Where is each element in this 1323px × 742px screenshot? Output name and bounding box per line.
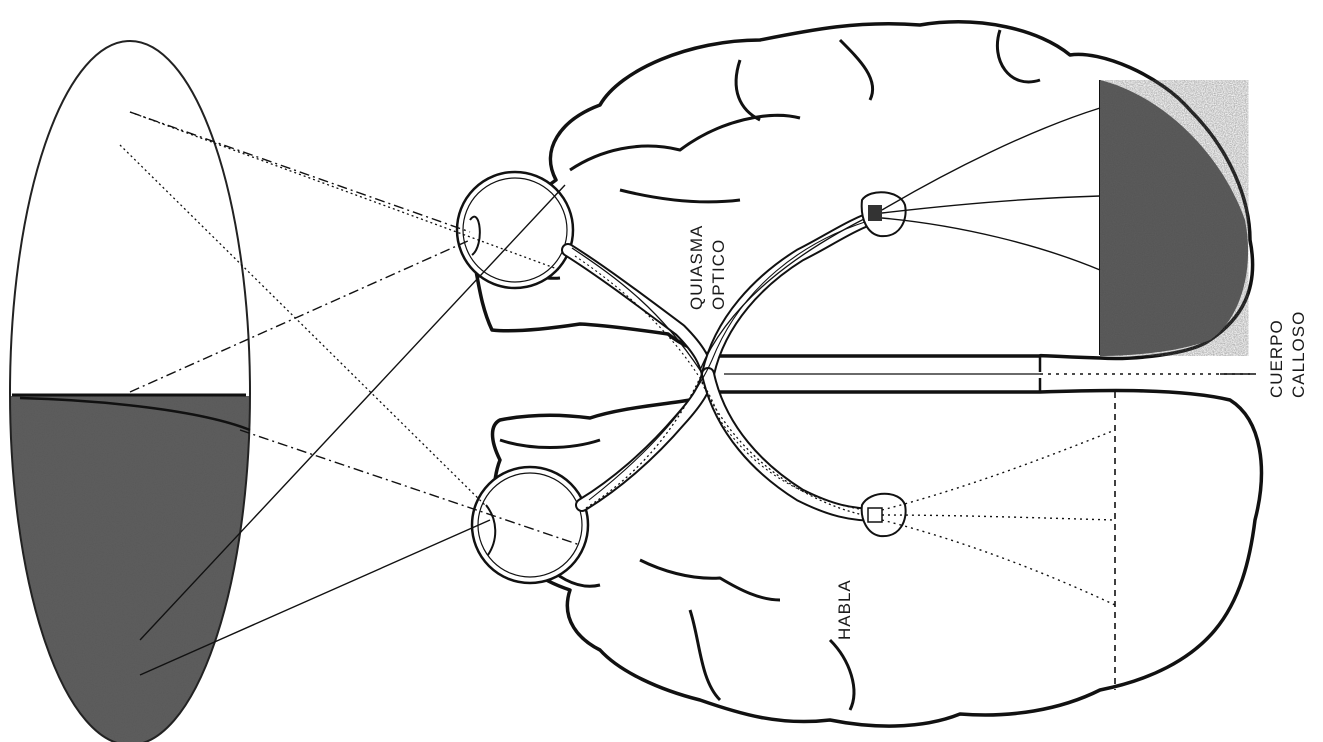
shaded-visual-cortex xyxy=(1100,80,1248,356)
lower-eye-ball xyxy=(472,467,588,583)
upper-gyrus-4 xyxy=(997,30,1040,82)
upper-optic-tract-inner xyxy=(708,215,880,374)
lower-radiation-2 xyxy=(882,515,1115,520)
lower-radiation-3 xyxy=(882,520,1115,605)
lower-gyrus-5 xyxy=(500,440,600,448)
lower-radiation-1 xyxy=(882,430,1115,510)
upper-radiation-2 xyxy=(882,196,1100,213)
upper-gyrus-5 xyxy=(620,190,740,202)
label-corpus-callosum-line2: CALLOSO xyxy=(1289,311,1308,398)
upper-gyrus-1 xyxy=(570,115,800,170)
lower-lgn-mark xyxy=(868,508,882,522)
lower-optic-nerve xyxy=(582,374,708,505)
lower-gyrus-4 xyxy=(690,610,720,700)
label-speech: HABLA xyxy=(835,579,854,640)
proj-dashdot-upper-1 xyxy=(130,112,470,232)
upper-lgn-shade xyxy=(868,205,882,221)
optic-pathways xyxy=(568,192,906,536)
upper-gyrus-2 xyxy=(736,60,760,120)
upper-optic-tract xyxy=(708,215,880,374)
lower-gyrus-3 xyxy=(830,640,854,710)
corpus-callosum-lower-edge xyxy=(720,378,1040,392)
upper-eye-ball xyxy=(457,172,573,288)
upper-radiation-1 xyxy=(882,108,1100,210)
label-corpus-callosum-line1: CUERPO xyxy=(1267,319,1286,398)
lower-gyrus-1 xyxy=(640,560,780,600)
upper-radiation-3 xyxy=(882,218,1100,270)
proj-dashdot-mid-1 xyxy=(130,240,470,392)
upper-gyrus-3 xyxy=(840,40,873,100)
shaded-visual-cortex-texture xyxy=(1100,80,1248,356)
lower-tract-fiber-dotted xyxy=(586,378,878,518)
corpus-callosum-upper-edge xyxy=(720,356,1040,372)
lower-eye xyxy=(472,467,588,583)
label-optic-chiasm-line2: OPTICO xyxy=(709,239,728,310)
lower-hemisphere-outline xyxy=(493,390,1262,726)
visual-field-shading-texture xyxy=(10,396,250,742)
cross-fiber-2 xyxy=(589,218,878,500)
upper-eye xyxy=(457,172,573,288)
label-optic-chiasm-line1: QUIASMA xyxy=(687,225,706,310)
